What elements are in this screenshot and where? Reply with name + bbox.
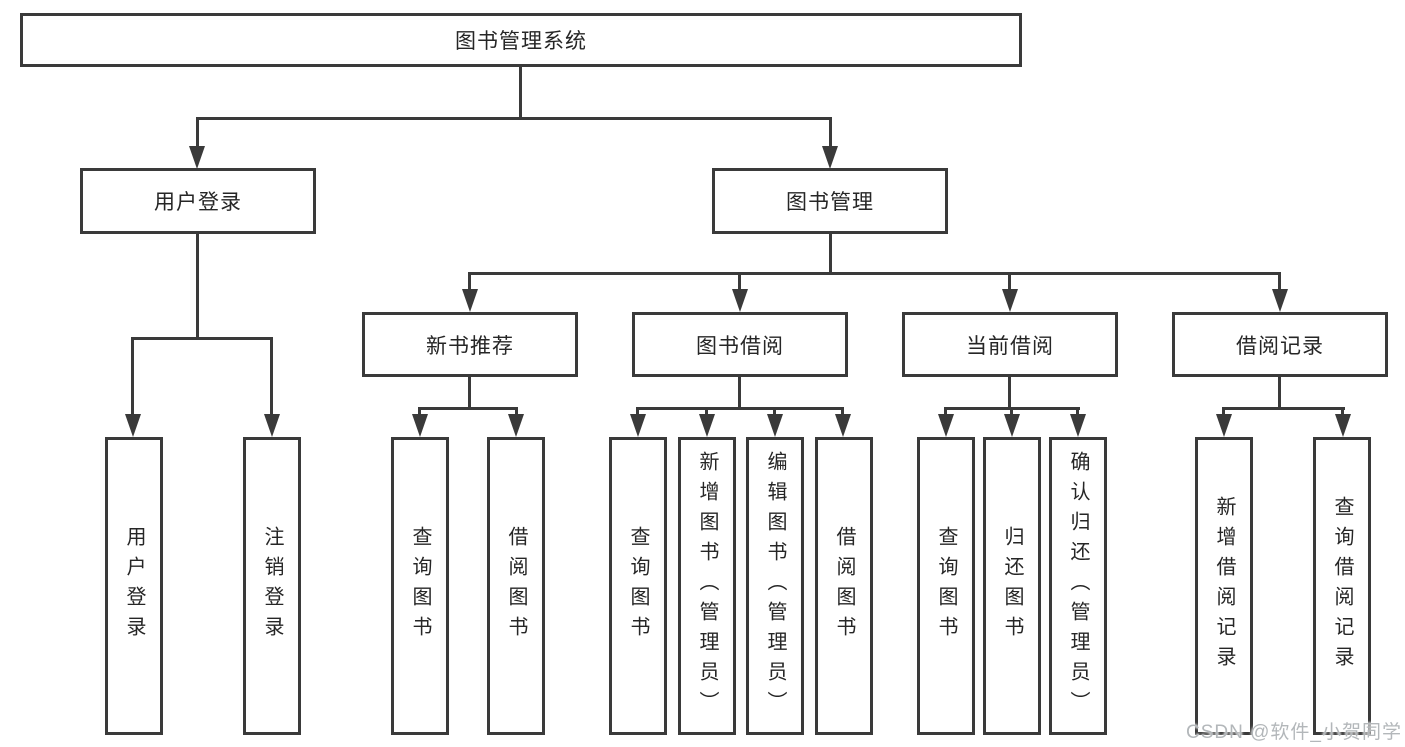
- arrowhead-user-login-leaf-2: [264, 414, 280, 437]
- arrowhead-current-borrow: [1002, 289, 1018, 312]
- node-leaf-bb-borrow-books: 借阅图书: [815, 437, 873, 735]
- node-book-borrow: 图书借阅: [632, 312, 848, 377]
- node-book-management-label: 图书管理: [786, 191, 874, 214]
- node-leaf-bb-query-books-label: 查询图书: [627, 526, 649, 646]
- arrowhead-bb-leaf-3: [767, 414, 783, 437]
- connector-cb-drop-1: [944, 407, 947, 417]
- connector-bb-drop-4: [841, 407, 844, 417]
- connector-br-stem: [1278, 377, 1281, 407]
- node-leaf-br-query-record: 查询借阅记录: [1313, 437, 1371, 735]
- node-leaf-br-add-record: 新增借阅记录: [1195, 437, 1253, 735]
- node-borrow-records: 借阅记录: [1172, 312, 1388, 377]
- node-new-book-recommend: 新书推荐: [362, 312, 578, 377]
- connector-user-login-drop-1: [131, 337, 134, 415]
- node-user-login: 用户登录: [80, 168, 316, 234]
- node-leaf-logout: 注销登录: [243, 437, 301, 735]
- node-leaf-bb-edit-books-label: 编辑图书（管理员）: [764, 451, 786, 721]
- node-leaf-cb-confirm-return: 确认归还（管理员）: [1049, 437, 1107, 735]
- connector-br-drop-2: [1341, 407, 1344, 417]
- connector-nbr-drop-1: [418, 407, 421, 417]
- node-leaf-cb-return-books-label: 归还图书: [1001, 526, 1023, 646]
- connector-book-mgmt-drop-1: [468, 272, 471, 290]
- arrowhead-bb-leaf-2: [699, 414, 715, 437]
- arrowhead-book-borrow: [732, 289, 748, 312]
- node-leaf-cb-query-books: 查询图书: [917, 437, 975, 735]
- connector-bb-drop-1: [636, 407, 639, 417]
- node-root: 图书管理系统: [20, 13, 1022, 67]
- arrowhead-borrow-records: [1272, 289, 1288, 312]
- connector-book-mgmt-drop-2: [738, 272, 741, 290]
- node-current-borrow-label: 当前借阅: [966, 334, 1054, 358]
- connector-book-mgmt-rail: [468, 272, 1281, 275]
- arrowhead-book-management: [822, 146, 838, 169]
- arrowhead-br-leaf-2: [1335, 414, 1351, 437]
- connector-cb-stem: [1008, 377, 1011, 407]
- connector-book-mgmt-drop-4: [1278, 272, 1281, 290]
- arrowhead-cb-leaf-3: [1070, 414, 1086, 437]
- node-leaf-br-query-record-label: 查询借阅记录: [1331, 496, 1353, 676]
- node-leaf-bb-edit-books: 编辑图书（管理员）: [746, 437, 804, 735]
- node-root-label: 图书管理系统: [455, 30, 587, 53]
- connector-root-rail: [196, 117, 832, 120]
- connector-bb-drop-3: [773, 407, 776, 417]
- connector-bb-stem: [738, 377, 741, 407]
- node-leaf-br-add-record-label: 新增借阅记录: [1213, 496, 1235, 676]
- node-leaf-user-login: 用户登录: [105, 437, 163, 735]
- connector-root-drop-right: [829, 117, 832, 147]
- connector-book-mgmt-stem: [829, 234, 832, 272]
- connector-br-drop-1: [1222, 407, 1225, 417]
- node-leaf-logout-label: 注销登录: [261, 526, 283, 646]
- arrowhead-user-login: [189, 146, 205, 169]
- arrowhead-new-book-recommend: [462, 289, 478, 312]
- node-leaf-nbr-query-books: 查询图书: [391, 437, 449, 735]
- node-leaf-nbr-borrow-books: 借阅图书: [487, 437, 545, 735]
- connector-user-login-rail: [131, 337, 273, 340]
- connector-cb-drop-3: [1076, 407, 1079, 417]
- node-user-login-label: 用户登录: [154, 191, 242, 214]
- node-leaf-cb-query-books-label: 查询图书: [935, 526, 957, 646]
- node-book-borrow-label: 图书借阅: [696, 334, 784, 358]
- arrowhead-nbr-leaf-1: [412, 414, 428, 437]
- connector-bb-drop-2: [705, 407, 708, 417]
- node-leaf-nbr-query-books-label: 查询图书: [409, 526, 431, 646]
- connector-user-login-stem: [196, 234, 199, 337]
- arrowhead-cb-leaf-1: [938, 414, 954, 437]
- arrowhead-br-leaf-1: [1216, 414, 1232, 437]
- connector-nbr-rail: [418, 407, 518, 410]
- node-current-borrow: 当前借阅: [902, 312, 1118, 377]
- arrowhead-bb-leaf-1: [630, 414, 646, 437]
- node-leaf-bb-query-books: 查询图书: [609, 437, 667, 735]
- node-leaf-bb-borrow-books-label: 借阅图书: [833, 526, 855, 646]
- connector-bb-rail: [636, 407, 844, 410]
- arrowhead-bb-leaf-4: [835, 414, 851, 437]
- connector-root-stem: [519, 67, 522, 117]
- arrowhead-nbr-leaf-2: [508, 414, 524, 437]
- node-leaf-bb-add-books: 新增图书（管理员）: [678, 437, 736, 735]
- connector-root-drop-left: [196, 117, 199, 147]
- node-leaf-cb-return-books: 归还图书: [983, 437, 1041, 735]
- connector-nbr-stem: [468, 377, 471, 407]
- node-leaf-cb-confirm-return-label: 确认归还（管理员）: [1067, 451, 1089, 721]
- arrowhead-cb-leaf-2: [1004, 414, 1020, 437]
- node-leaf-bb-add-books-label: 新增图书（管理员）: [696, 451, 718, 721]
- node-borrow-records-label: 借阅记录: [1236, 334, 1324, 358]
- node-new-book-recommend-label: 新书推荐: [426, 334, 514, 358]
- connector-book-mgmt-drop-3: [1008, 272, 1011, 290]
- csdn-watermark: CSDN @软件_小贺同学: [1186, 722, 1402, 743]
- node-book-management: 图书管理: [712, 168, 948, 234]
- connector-user-login-drop-2: [270, 337, 273, 415]
- node-leaf-user-login-label: 用户登录: [123, 526, 145, 646]
- connector-br-rail: [1222, 407, 1345, 410]
- connector-nbr-drop-2: [515, 407, 518, 417]
- node-leaf-nbr-borrow-books-label: 借阅图书: [505, 526, 527, 646]
- arrowhead-user-login-leaf-1: [125, 414, 141, 437]
- connector-cb-drop-2: [1010, 407, 1013, 417]
